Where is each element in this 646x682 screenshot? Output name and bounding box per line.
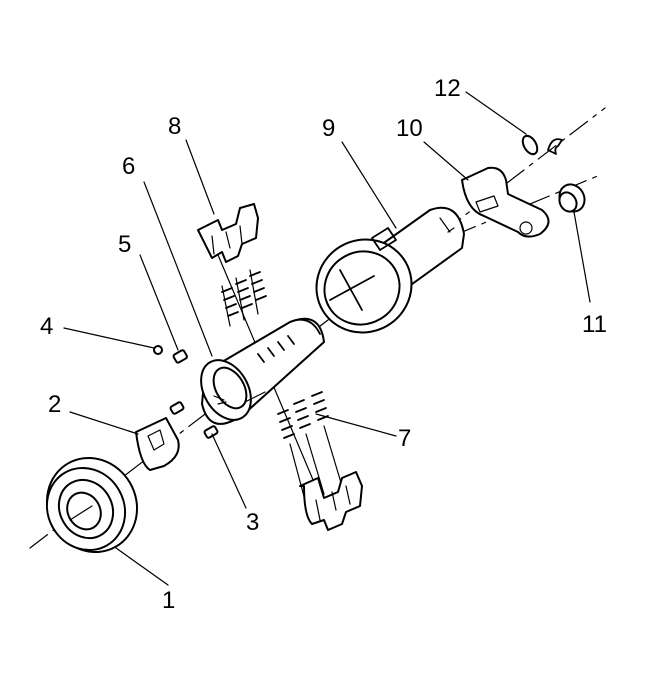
callout-12: 12 <box>434 75 461 102</box>
part-1-bezel <box>45 456 139 554</box>
part-12-clips <box>521 134 563 156</box>
callout-4: 4 <box>40 313 53 340</box>
part-3-detents <box>169 401 219 439</box>
callout-8: 8 <box>168 113 181 140</box>
part-2-retainer <box>135 417 180 471</box>
part-11-cap <box>558 183 586 213</box>
part-8-tumblers-upper <box>197 203 267 327</box>
part-9-housing <box>315 206 465 334</box>
callout-6: 6 <box>122 153 135 180</box>
leader-lines <box>63 91 591 586</box>
callout-1: 1 <box>162 587 175 614</box>
callout-3: 3 <box>246 509 259 536</box>
callout-2: 2 <box>48 391 61 418</box>
part-7-tumblers-lower <box>277 391 363 531</box>
callout-10: 10 <box>396 115 423 142</box>
callout-7: 7 <box>398 425 411 452</box>
part-4-ball <box>153 345 163 355</box>
part-10-plate <box>461 166 550 238</box>
callout-9: 9 <box>322 115 335 142</box>
callout-5: 5 <box>118 231 131 258</box>
callout-11: 11 <box>582 311 607 338</box>
part-5-spring <box>172 349 188 364</box>
callout-labels: 1 2 3 4 5 6 7 8 9 10 11 12 <box>40 75 607 614</box>
part-6-cylinder <box>200 317 325 425</box>
